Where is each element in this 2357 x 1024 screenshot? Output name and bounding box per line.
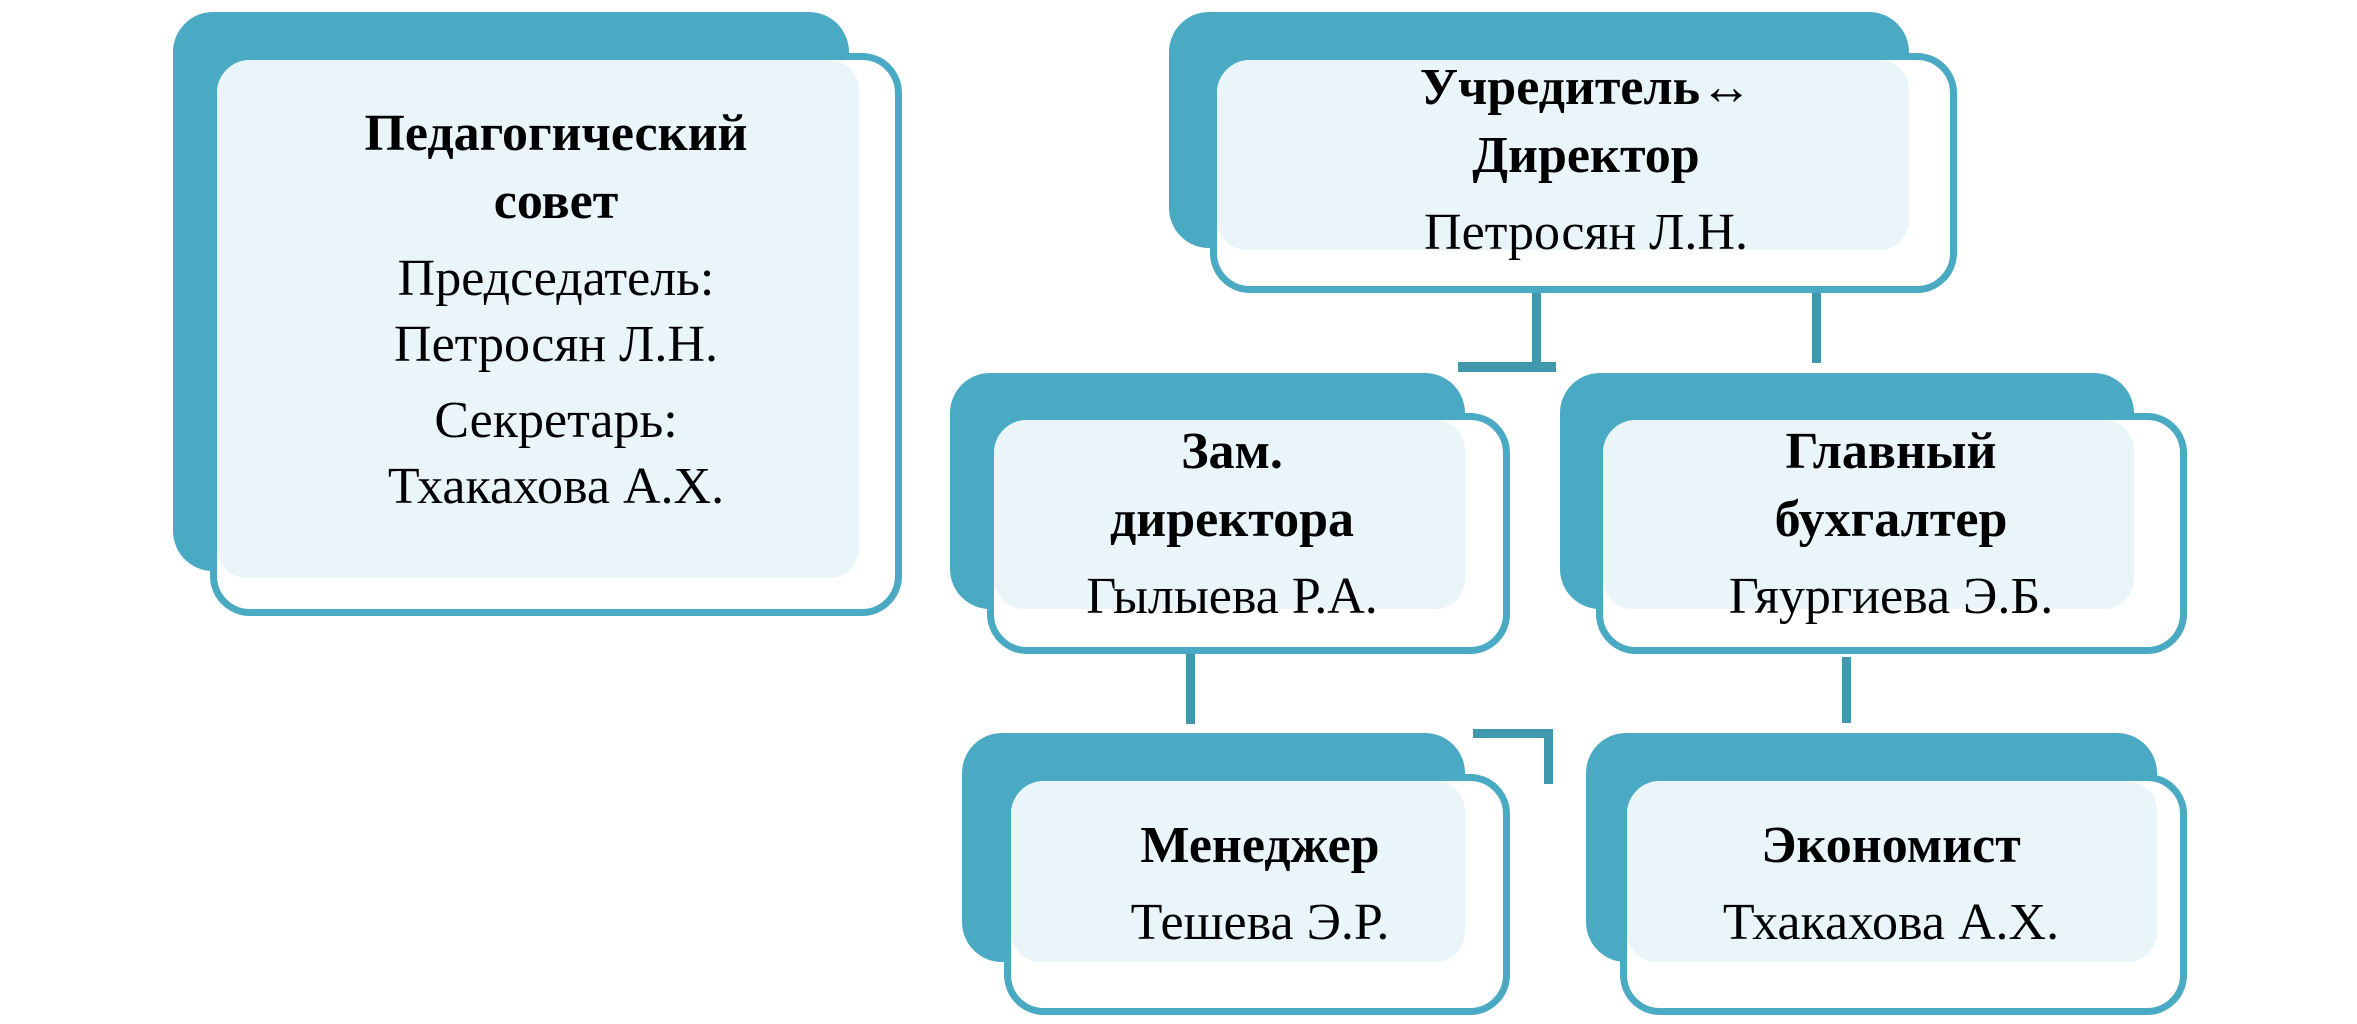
council-title-2: совет xyxy=(493,173,619,230)
council-title: Педагогический xyxy=(364,105,748,162)
accountant-title-2: бухгалтер xyxy=(1774,491,2008,548)
chair-name: Петросян Л.Н. xyxy=(394,316,718,373)
manager-name: Тешева Э.Р. xyxy=(1130,894,1390,951)
accountant-name: Гяургиева Э.Б. xyxy=(1728,568,2054,625)
connector-director-down xyxy=(1532,293,1541,368)
connector-director-accountant xyxy=(1812,255,1821,363)
secretary-label: Секретарь: xyxy=(434,392,678,449)
economist-name: Тхакахова А.Х. xyxy=(1722,894,2060,951)
director-title: Учредитель↔ xyxy=(1419,59,1753,116)
connector-accountant-economist xyxy=(1842,657,1851,723)
director-name: Петросян Л.Н. xyxy=(1424,204,1748,261)
manager-title: Менеджер xyxy=(1140,817,1380,874)
deputy-title: Зам. xyxy=(1181,423,1283,480)
connector-director-branch xyxy=(1458,362,1556,372)
node-card xyxy=(1004,774,1510,1015)
connector-deputy-manager xyxy=(1186,654,1195,724)
connector-corner-v xyxy=(1544,729,1553,784)
node-card xyxy=(210,53,902,616)
node-card xyxy=(1210,53,1957,293)
node-card xyxy=(1596,413,2187,654)
deputy-name: Гылыева Р.А. xyxy=(1086,568,1378,625)
director-title-2: Директор xyxy=(1472,127,1700,184)
secretary-name: Тхакахова А.Х. xyxy=(387,458,725,515)
chair-label: Председатель: xyxy=(397,250,715,307)
accountant-title: Главный xyxy=(1785,423,1997,480)
connector-corner-h xyxy=(1473,729,1553,738)
node-card xyxy=(987,413,1510,654)
deputy-title-2: директора xyxy=(1109,491,1354,548)
node-card xyxy=(1620,774,2187,1015)
economist-title: Экономист xyxy=(1761,817,2021,874)
